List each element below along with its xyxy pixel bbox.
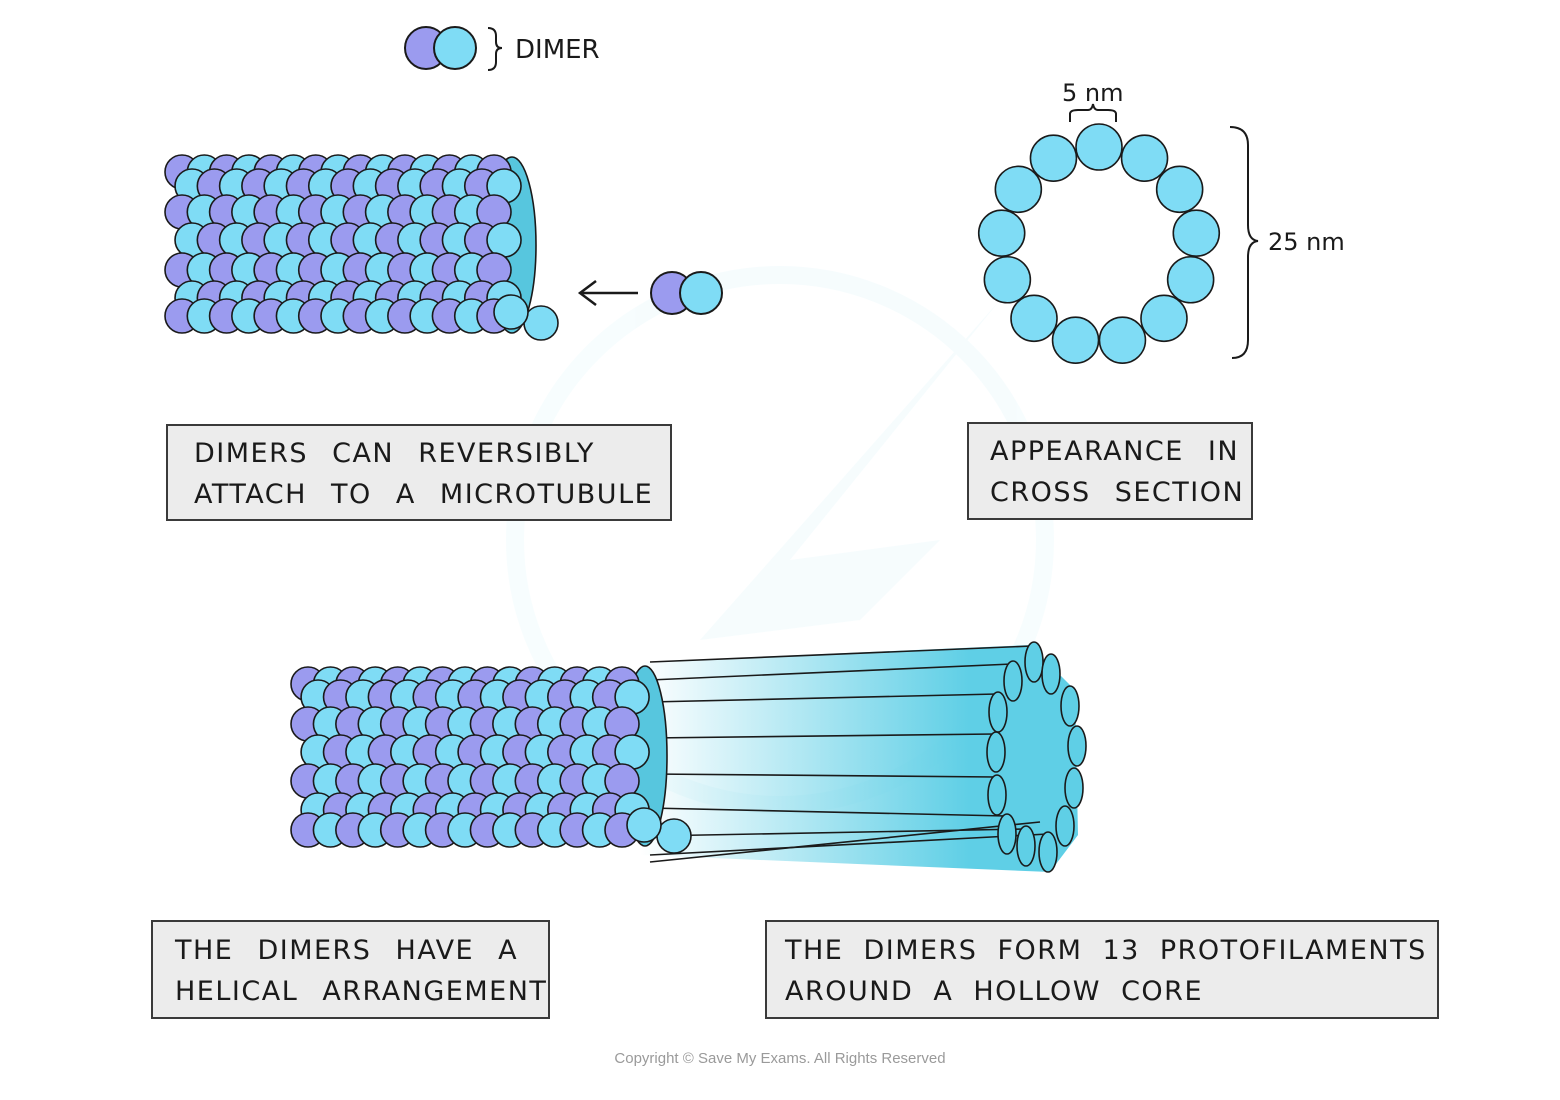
microtubule-bottom <box>290 665 692 854</box>
ring-subunit <box>983 255 1032 304</box>
protofilament-end <box>1024 641 1044 683</box>
ring-subunit <box>1051 316 1100 364</box>
protofilament-end <box>1064 767 1084 809</box>
protofilament-end <box>997 813 1017 855</box>
caption-attach: DIMERS CAN REVERSIBLY ATTACH TO A MICROT… <box>166 424 672 521</box>
width-label: 5 nm <box>1062 79 1124 107</box>
protofilament-end <box>988 691 1008 733</box>
protofilament-end <box>1067 725 1087 767</box>
protofilament-line <box>649 663 1013 681</box>
caption-cross-section-line2: CROSS SECTION <box>990 477 1245 508</box>
tubulin-subunit <box>486 222 522 258</box>
ring-subunit <box>994 165 1043 214</box>
tubulin-subunit <box>626 807 662 843</box>
ring-subunit <box>1010 294 1058 343</box>
attach-arrow <box>577 280 638 306</box>
microtubule-top <box>164 154 559 341</box>
protofilament-end <box>1041 653 1061 695</box>
protofilament-line <box>649 645 1033 663</box>
caption-cross-section-line1: APPEARANCE IN <box>990 436 1240 467</box>
ring-subunit <box>1140 294 1188 343</box>
caption-helical-line1: THE DIMERS HAVE A <box>175 935 519 966</box>
ring-subunit <box>1098 316 1147 364</box>
ring-subunit <box>1172 209 1221 257</box>
ring-subunit <box>1075 123 1123 171</box>
caption-cross-section: APPEARANCE IN CROSS SECTION <box>967 422 1253 520</box>
ring-subunit <box>1029 134 1078 183</box>
ring-subunit <box>1155 165 1204 214</box>
protofilament-end <box>1016 825 1036 867</box>
diameter-label: 25 nm <box>1268 228 1345 256</box>
protofilament-end <box>987 774 1007 816</box>
protofilament-end <box>1060 685 1080 727</box>
protofilament-line <box>649 693 998 703</box>
ring-subunit <box>1120 134 1169 183</box>
legend-dimer <box>404 26 477 70</box>
ring-subunit <box>977 209 1026 257</box>
cross-section-ring <box>977 123 1221 364</box>
protofilament-end <box>1038 831 1058 873</box>
caption-protofilaments: THE DIMERS FORM 13 PROTOFILAMENTS AROUND… <box>765 920 1439 1019</box>
copyright-notice: Copyright © Save My Exams. All Rights Re… <box>614 1050 946 1067</box>
protofilament-line <box>649 733 996 739</box>
protofilament-bundle <box>640 641 1087 873</box>
protofilament-end <box>986 731 1006 773</box>
protofilament-line <box>649 773 997 778</box>
caption-helical-line2: HELICAL ARRANGEMENT <box>175 976 548 1007</box>
diameter-brace <box>1229 126 1259 359</box>
protofilament-line <box>649 833 1049 856</box>
protofilament-end <box>1055 805 1075 847</box>
protofilament-end <box>1003 660 1023 702</box>
caption-helical: THE DIMERS HAVE A HELICAL ARRANGEMENT <box>151 920 550 1019</box>
legend-brace <box>487 27 503 71</box>
caption-protofilaments-line1: THE DIMERS FORM 13 PROTOFILAMENTS <box>785 935 1427 966</box>
protofilament-line <box>649 821 1041 863</box>
dimer-label: DIMER <box>515 35 600 65</box>
tubulin-subunit <box>656 818 692 854</box>
caption-attach-line1: DIMERS CAN REVERSIBLY <box>194 438 595 469</box>
width-bracket <box>1069 103 1117 122</box>
tubulin-subunit <box>523 305 559 341</box>
free-dimer <box>650 271 723 315</box>
protofilament-line <box>649 807 1007 817</box>
caption-protofilaments-line2: AROUND A HOLLOW CORE <box>785 976 1204 1007</box>
tubulin-subunit <box>493 294 529 330</box>
caption-attach-line2: ATTACH TO A MICROTUBULE <box>194 479 654 510</box>
ring-subunit <box>1166 255 1215 304</box>
